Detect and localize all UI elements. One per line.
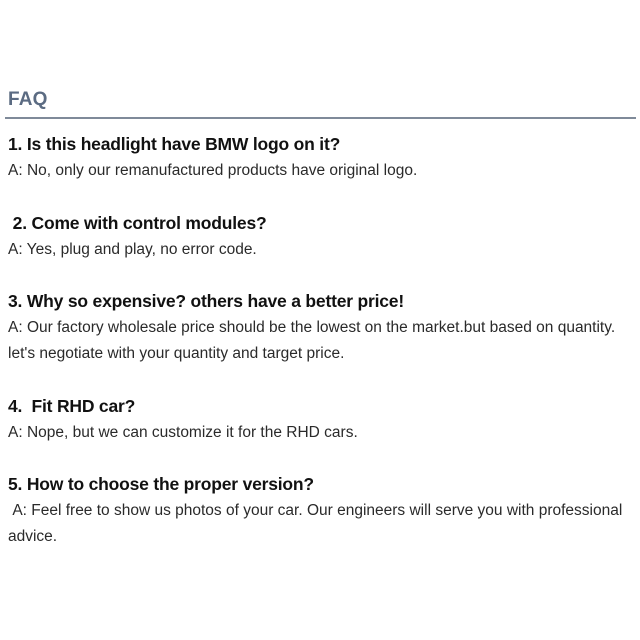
faq-answer: A: Nope, but we can customize it for the…	[8, 424, 358, 441]
faq-item-4: 4. Fit RHD car? A: Nope, but we can cust…	[8, 394, 636, 446]
faq-answer: A: Feel free to show us photos of your c…	[8, 502, 627, 545]
faq-item-2: 2. Come with control modules? A: Yes, pl…	[8, 211, 636, 263]
faq-question: 4. Fit RHD car?	[8, 396, 136, 416]
faq-question: 2. Come with control modules?	[8, 213, 267, 233]
faq-item-5: 5. How to choose the proper version? A: …	[8, 472, 636, 550]
faq-divider	[5, 117, 636, 119]
faq-answer: A: No, only our remanufactured products …	[8, 162, 418, 179]
faq-answer: A: Yes, plug and play, no error code.	[8, 241, 257, 258]
faq-answer: A: Our factory wholesale price should be…	[8, 319, 620, 362]
faq-section: FAQ	[5, 86, 636, 119]
faq-question: 1. Is this headlight have BMW logo on it…	[8, 134, 341, 154]
faq-item-3: 3. Why so expensive? others have a bette…	[8, 289, 636, 367]
faq-question: 5. How to choose the proper version?	[8, 474, 314, 494]
faq-item-1: 1. Is this headlight have BMW logo on it…	[8, 132, 636, 184]
faq-question: 3. Why so expensive? others have a bette…	[8, 291, 404, 311]
faq-title: FAQ	[8, 89, 48, 110]
